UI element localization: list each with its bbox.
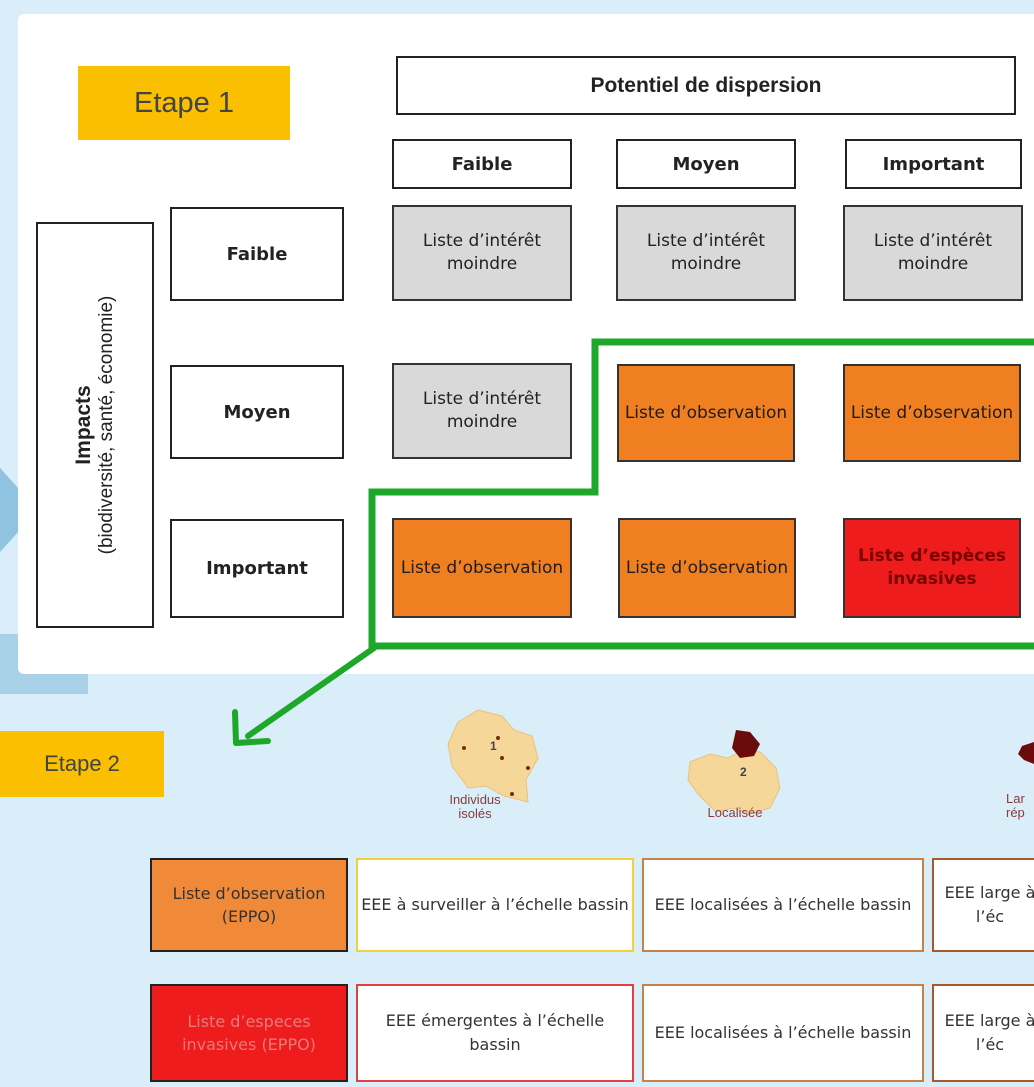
row-header-moyen: Moyen	[170, 365, 344, 459]
dispersion-header: Potentiel de dispersion	[396, 56, 1016, 115]
map-number-2: 2	[740, 765, 747, 779]
map-label-localized: Localisée	[707, 805, 763, 820]
map-number-1: 1	[490, 739, 497, 753]
row-header-important: Important	[170, 519, 344, 618]
matrix-cell: Liste d’intérêt moindre	[843, 205, 1023, 301]
bottom-cell: EEE localisées à l’échelle bassin	[642, 858, 924, 952]
bottom-label-invasive: Liste d’especes invasives (EPPO)	[150, 984, 348, 1082]
row-header-faible: Faible	[170, 207, 344, 301]
bottom-cell: EEE large à l’éc	[932, 984, 1034, 1082]
bottom-cell: EEE localisées à l’échelle bassin	[642, 984, 924, 1082]
step1-label: Etape 1	[78, 66, 290, 140]
matrix-cell: Liste d’intérêt moindre	[392, 363, 572, 459]
matrix-cell: Liste d’observation	[617, 364, 795, 462]
col-header-moyen: Moyen	[616, 139, 796, 189]
green-arrow-icon	[232, 645, 377, 746]
matrix-cell: Liste d’intérêt moindre	[616, 205, 796, 301]
bottom-cell: EEE émergentes à l’échelle bassin	[356, 984, 634, 1082]
bottom-cell: EEE large à l’éc	[932, 858, 1034, 952]
matrix-cell: Liste d’espèces invasives	[843, 518, 1021, 618]
map-widespread-icon	[1018, 742, 1034, 764]
map-isolated-icon: 1	[447, 709, 539, 803]
col-header-faible: Faible	[392, 139, 572, 189]
matrix-cell: Liste d’intérêt moindre	[392, 205, 572, 301]
matrix-cell: Liste d’observation	[843, 364, 1021, 462]
green-selection-outline	[368, 338, 1034, 650]
impacts-axis-label: Impacts (biodiversité, santé, économie)	[36, 222, 154, 628]
map-localized-icon: 2	[687, 730, 781, 815]
matrix-cell: Liste d’observation	[392, 518, 572, 618]
bottom-cell: EEE à surveiller à l’échelle bassin	[356, 858, 634, 952]
bottom-label-observation: Liste d’observation (EPPO)	[150, 858, 348, 952]
matrix-cell: Liste d’observation	[618, 518, 796, 618]
map-label-widespread: Lar rép	[1006, 791, 1025, 821]
step2-label: Etape 2	[0, 731, 164, 797]
map-label-isolated: Individus isolés	[449, 792, 501, 822]
col-header-important: Important	[845, 139, 1022, 189]
